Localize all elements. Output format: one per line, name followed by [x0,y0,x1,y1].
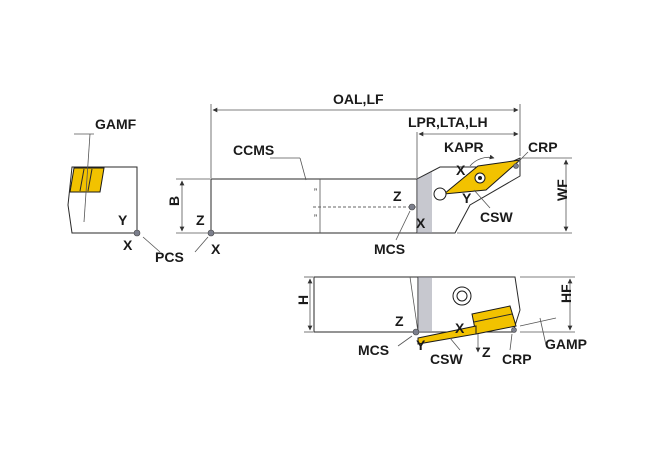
x-top-label: X [456,162,466,178]
lpr-lta-lh-label: LPR,LTA,LH [408,114,488,130]
b-label: B [166,196,182,206]
hf-label: HF [558,284,574,303]
crp-point-top [513,163,519,169]
gamf-line [83,133,91,223]
side-view: H HF GAMP Z Y MCS X CSW Z CRP [295,276,587,367]
crp-bottom-label: CRP [502,351,532,367]
mcs-top-label: MCS [374,241,405,257]
side-insert [471,305,517,335]
svg-text:”: ” [314,187,317,197]
oal-lf-label: OAL,LF [333,91,384,107]
z-bottom-label: Z [395,313,404,329]
pcs-label: PCS [155,249,184,265]
z-mid-label: Z [393,188,402,204]
y-bottom-label: Y [416,337,426,353]
mcs-point-bottom [412,328,420,336]
crp-top-label: CRP [528,139,558,155]
wf-label: WF [554,179,570,201]
end-view-body [67,166,138,234]
crp-point-bottom [511,327,517,333]
x-end-label: X [123,237,133,253]
pcs-point-end [133,229,141,237]
y-top-label: Y [462,190,472,206]
svg-text:”: ” [314,213,317,223]
end-view: GAMF Y X [67,116,141,253]
x-mid-label: X [416,215,426,231]
x-left-label: X [211,241,221,257]
mcs-bottom-label: MCS [358,342,389,358]
gamp-label: GAMP [545,336,587,352]
x-bottom-label: X [455,320,465,336]
clamp-hole [433,187,447,201]
pcs-point [207,229,215,237]
csw-top-label: CSW [480,209,513,225]
z-bottom2-label: Z [482,344,491,360]
h-label: H [295,295,311,305]
mcs-point-top [408,203,416,211]
kapr-label: KAPR [444,139,484,155]
y-end-label: Y [118,212,128,228]
ccms-label: CCMS [233,142,274,158]
gamf-label: GAMF [95,116,137,132]
csw-bottom-label: CSW [430,351,463,367]
top-view: ” ” OAL,LF LPR,LTA,LH CCMS B WF Z X PCS [142,91,572,265]
z-left-label: Z [196,212,205,228]
